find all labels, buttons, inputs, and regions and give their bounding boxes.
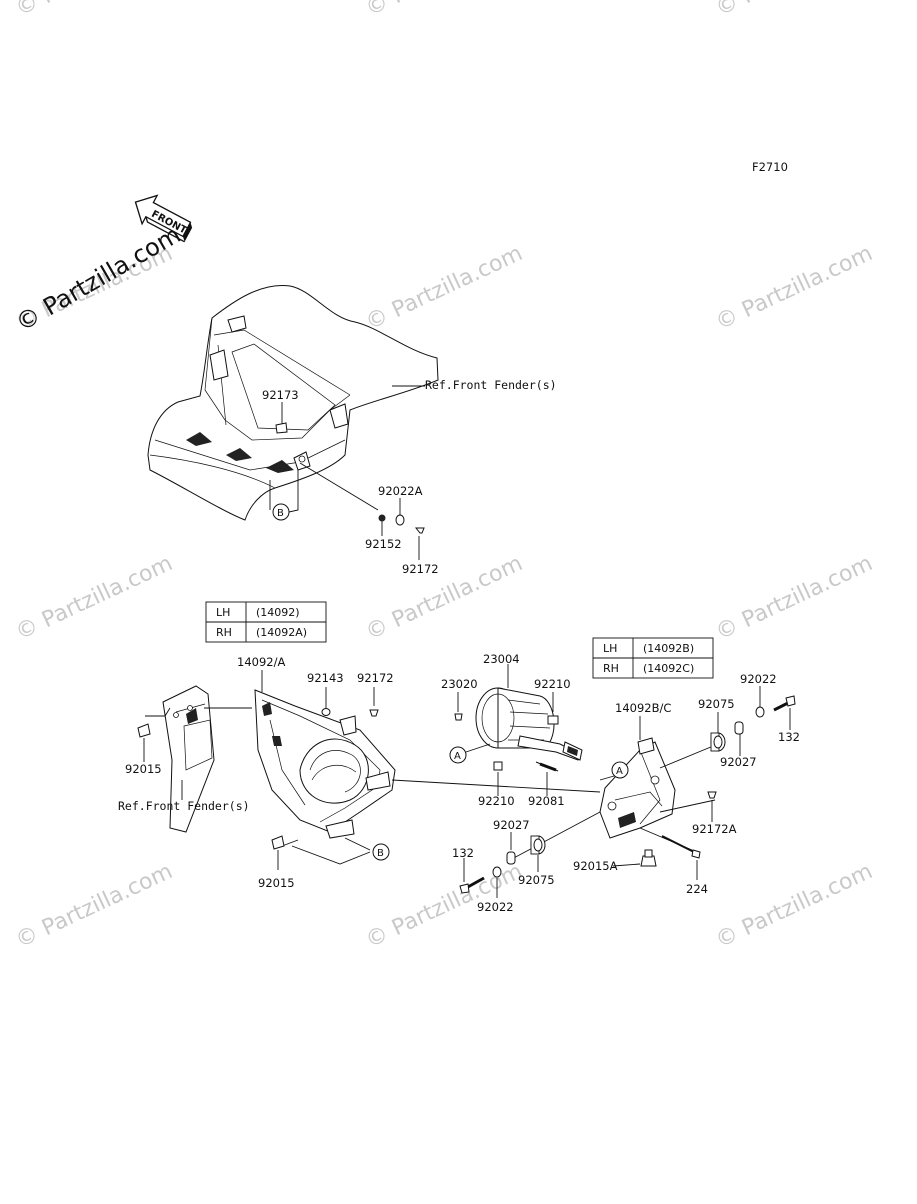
front-fender-assembly [147, 284, 439, 521]
watermark-text: © Partzilla.com [12, 859, 176, 953]
leader-line [659, 743, 719, 769]
part-number: 132 [452, 846, 474, 860]
part-number: 92027 [720, 755, 757, 769]
part-number: 92022 [740, 672, 777, 686]
nut-92015A [640, 849, 657, 867]
part-number: 132 [778, 730, 800, 744]
part-number: 92172 [357, 671, 394, 685]
watermark-text: © Partzilla.com [12, 0, 176, 21]
leader-line [659, 799, 716, 813]
part-number: 14092/A [237, 655, 285, 669]
callout-b: B [272, 503, 290, 521]
watermark-text: © Partzilla.com [712, 859, 876, 953]
nut-92152 [378, 514, 386, 522]
callout-b: B [372, 843, 390, 861]
watermark-text: © Partzilla.com [362, 551, 526, 645]
part-number: 92075 [518, 873, 555, 887]
part-number: 92022A [378, 484, 423, 498]
part-number: 23004 [483, 652, 520, 666]
part-number: 92172 [402, 562, 439, 576]
diagram-code: F2710 [752, 160, 788, 174]
part-number: 92210 [534, 677, 571, 691]
svg-text:(14092B): (14092B) [643, 642, 694, 655]
svg-text:RH: RH [603, 662, 619, 675]
collar-92027 [734, 721, 744, 735]
part-number: 92015 [258, 876, 295, 890]
watermark-text: © Partzilla.com [362, 241, 526, 335]
leader-line [299, 462, 379, 511]
washer-92022A [395, 514, 405, 526]
bulb-23020 [454, 713, 463, 721]
watermark-text: © Partzilla.com [362, 0, 526, 21]
svg-text:LH: LH [603, 642, 617, 655]
bolt-132 [459, 876, 485, 894]
leader-line [291, 845, 371, 865]
bolt-224 [661, 835, 701, 859]
leader-line [391, 779, 601, 793]
watermark-text: © Partzilla.com [712, 551, 876, 645]
grommet-92075 [710, 732, 726, 752]
svg-text:(14092): (14092) [256, 606, 300, 619]
washer-92022 [755, 706, 765, 718]
headlight-housing [254, 689, 396, 839]
svg-text:A: A [616, 766, 623, 777]
collar-92027 [506, 851, 516, 865]
right-bracket [599, 737, 676, 839]
part-number: 92152 [365, 537, 402, 551]
left-bracket [137, 685, 215, 833]
watermark-text: © Partzilla.com [712, 241, 876, 335]
svg-text:RH: RH [216, 626, 232, 639]
variant-table-right: LH (14092B) RH (14092C) [592, 637, 714, 679]
part-number: 14092B/C [615, 701, 671, 715]
part-number: 92081 [528, 794, 565, 808]
clip-92210 [493, 761, 503, 771]
partzilla-logo: © Partzilla.com [11, 220, 185, 337]
part-number: 92075 [698, 697, 735, 711]
callout-a: A [449, 746, 467, 764]
part-number: 92210 [478, 794, 515, 808]
headlight-unit [475, 687, 583, 761]
leader-line [509, 811, 601, 861]
leader-line [281, 839, 299, 847]
leader-line [612, 863, 641, 867]
svg-text:(14092A): (14092A) [256, 626, 307, 639]
part-number: 224 [686, 882, 708, 896]
screw-92172 [414, 527, 425, 534]
clip-92210 [547, 715, 559, 725]
variant-table-left: LH (14092) RH (14092A) [205, 601, 327, 643]
callout-a: A [611, 761, 629, 779]
svg-text:A: A [454, 751, 461, 762]
svg-text:B: B [277, 508, 284, 519]
part-number: 92022 [477, 900, 514, 914]
screw-92172A [707, 791, 717, 799]
leader-line [288, 470, 299, 513]
part-number: 92027 [493, 818, 530, 832]
part-number: 23020 [441, 677, 478, 691]
part-number: 92015A [573, 859, 618, 873]
svg-text:B: B [377, 848, 384, 859]
clip-92015 [271, 835, 285, 850]
ref-front-fender-left: Ref.Front Fender(s) [118, 799, 250, 813]
svg-text:LH: LH [216, 606, 230, 619]
grommet-92075 [530, 835, 546, 855]
grommet-92143 [321, 708, 331, 716]
leader-line [145, 707, 171, 717]
part-number: 92173 [262, 388, 299, 402]
svg-text:(14092C): (14092C) [643, 662, 694, 675]
part-number: 92143 [307, 671, 344, 685]
washer-92022 [492, 866, 502, 878]
adjust-screw-92081 [535, 761, 559, 772]
watermark-text: © Partzilla.com [12, 551, 176, 645]
watermark-text: © Partzilla.com [712, 0, 876, 21]
leader-line [465, 743, 491, 753]
leader-line [344, 837, 371, 851]
screw-92172 [369, 709, 379, 717]
part-number: 92015 [125, 762, 162, 776]
ref-front-fender-top: Ref.Front Fender(s) [425, 378, 557, 392]
part-number: 92172A [692, 822, 737, 836]
bolt-132 [773, 695, 796, 712]
